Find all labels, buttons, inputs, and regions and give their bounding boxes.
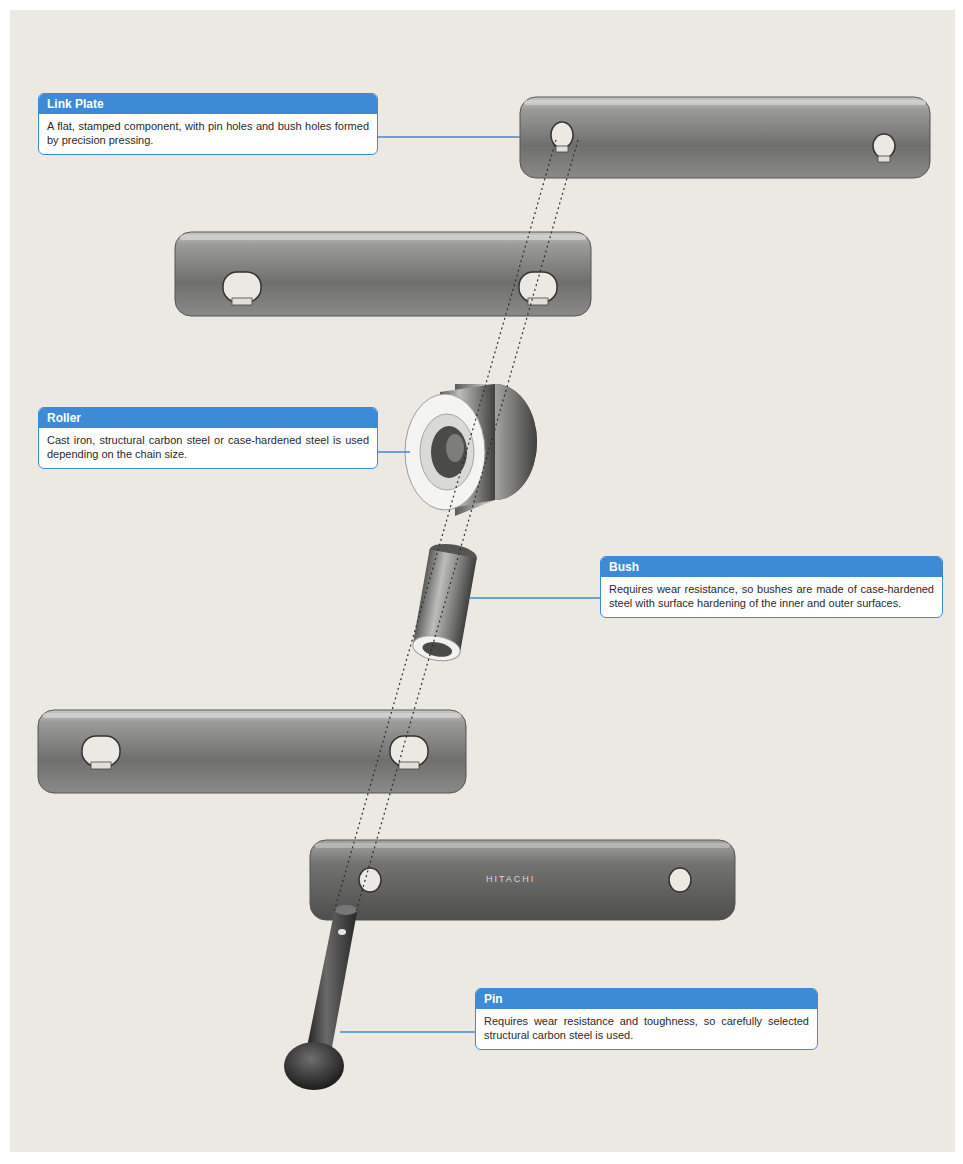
leader-line [470,597,600,599]
assembly-line [334,140,556,912]
leader-line [340,1031,475,1033]
roller [405,384,537,516]
callout-title: Roller [39,408,377,428]
callout-text: Cast iron, structural carbon steel or ca… [39,428,377,468]
callout-text: Requires wear resistance and toughness, … [476,1009,817,1049]
plate-marking: HITACHI [486,874,535,884]
callout-title: Pin [476,989,817,1009]
link-plate-outer [520,97,930,178]
pin [284,905,357,1090]
leader-line [378,136,520,138]
callout-box: BushRequires wear resistance, so bushes … [600,556,943,618]
callout-box: RollerCast iron, structural carbon steel… [38,407,378,469]
callout-text: A flat, stamped component, with pin hole… [39,114,377,154]
callout-title: Bush [601,557,942,577]
callout-box: Link PlateA flat, stamped component, wit… [38,93,378,155]
callout-title: Link Plate [39,94,377,114]
leader-line [378,451,410,453]
assembly-line [356,140,578,912]
background-panel [10,10,955,1152]
callout-text: Requires wear resistance, so bushes are … [601,577,942,617]
link-plate-inner [175,232,591,316]
callout-box: PinRequires wear resistance and toughnes… [475,988,818,1050]
